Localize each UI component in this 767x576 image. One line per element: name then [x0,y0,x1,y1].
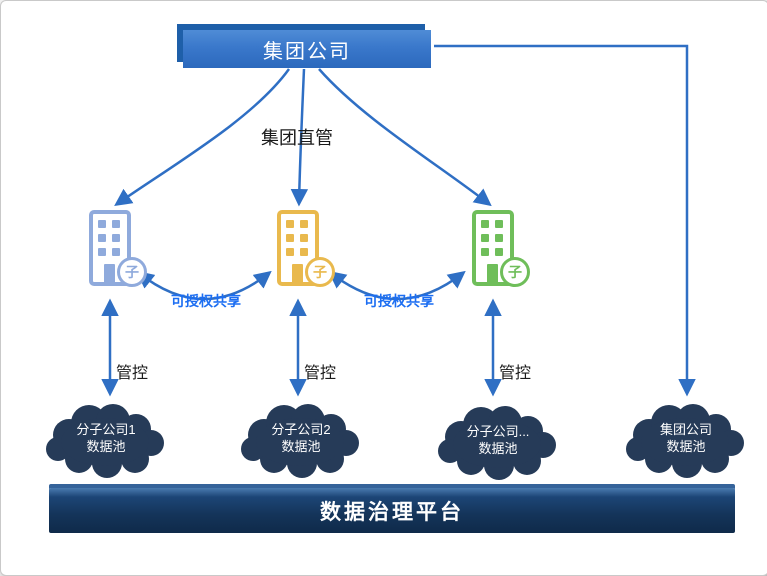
group-company-box: 集团公司 [183,30,431,68]
cloud-line2: 数据池 [86,439,126,454]
cloud-line2: 数据池 [478,441,518,456]
cloud-line1: 分子公司2 [271,422,331,437]
control-label-3: 管控 [499,365,532,382]
building-icon: 子 [277,210,335,287]
data-governance-platform-bar: 数据治理平台 [49,488,735,533]
cloud-icon [46,404,164,478]
share-label-left: 可授权共享 [171,293,241,309]
cloud-line2: 数据池 [281,439,321,454]
direct-manage-label: 集团直管 [261,128,333,148]
data-pool-sub2: 分子公司2 数据池 [236,397,366,483]
cloud-line1: 分子公司... [466,424,530,439]
building-icon: 子 [472,210,530,287]
control-label-1: 管控 [116,365,149,382]
subsidiary-blue: 子 [83,208,147,294]
cloud-line1: 集团公司 [659,422,712,437]
cloud-icon [626,404,744,478]
badge-zi: 子 [508,264,522,280]
cloud-line2: 数据池 [666,439,706,454]
share-label-right: 可授权共享 [364,293,434,309]
cloud-icon [438,406,556,480]
data-pool-group: 集团公司 数据池 [621,397,751,483]
subsidiary-yellow: 子 [271,208,335,294]
data-pool-sub-more: 分子公司... 数据池 [433,399,563,485]
badge-zi: 子 [313,264,327,280]
platform-label: 数据治理平台 [320,500,464,524]
group-company-label: 集团公司 [263,40,351,63]
control-label-2: 管控 [304,365,337,382]
building-icon: 子 [89,210,147,287]
cloud-icon [241,404,359,478]
data-pool-sub1: 分子公司1 数据池 [41,397,171,483]
cloud-line1: 分子公司1 [76,422,136,437]
subsidiary-green: 子 [466,208,530,294]
badge-zi: 子 [125,264,139,280]
